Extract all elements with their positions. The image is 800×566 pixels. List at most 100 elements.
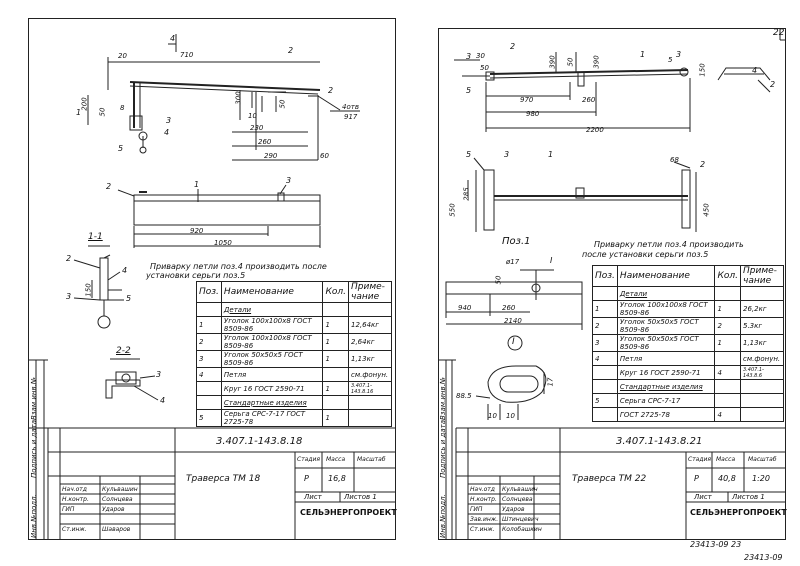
right-top-970: 970 [520, 96, 534, 104]
right-titleblock-lines [438, 28, 786, 540]
left-role-0: Нач.отд [62, 486, 87, 493]
right-mid-2: 2 [700, 160, 706, 169]
right-person-1: Солнцева [502, 496, 533, 503]
left-section-2-2-title: 2-2 [116, 346, 131, 356]
right-page-number: 22 [773, 28, 785, 38]
left-dim-4: 4 [170, 34, 176, 43]
left-note-line2: установки серьги поз.5 [146, 271, 246, 280]
right-person-2: Ударов [502, 506, 525, 513]
right-mid-285: 285 [462, 187, 471, 201]
right-side-label-1: Подпись и дата [439, 420, 447, 478]
left-s11-4: 4 [122, 266, 128, 275]
left-s11-5: 5 [126, 294, 132, 303]
right-poz1-title: Поз.1 [502, 236, 531, 247]
table-row: Детали [196, 302, 392, 317]
right-poz-50: 50 [494, 275, 503, 285]
left-person-2: Ударов [102, 506, 125, 513]
right-poz-260: 260 [502, 304, 516, 312]
right-detail-10: 10 [488, 412, 497, 420]
left-org: СЕЛЬЭНЕРГОПРОЕКТ [300, 508, 397, 517]
left-mass-head: Масса [326, 456, 346, 463]
left-titleblock-lines [28, 359, 396, 540]
left-s22-4: 4 [160, 396, 166, 405]
right-top-390b: 390 [592, 55, 601, 69]
right-poz-2140: 2140 [504, 317, 522, 325]
left-beam-2: 2 [106, 182, 112, 191]
left-side-label-2: Инв.№подл. [30, 494, 38, 538]
right-top-260: 260 [582, 96, 596, 104]
left-beam-3: 3 [286, 176, 292, 185]
right-org: СЕЛЬЭНЕРГОПРОЕКТ [690, 508, 787, 517]
left-beam [117, 184, 321, 248]
left-dim-20: 20 [118, 52, 127, 60]
right-top-5: 5 [466, 86, 472, 95]
right-mid-68: 68 [670, 156, 679, 164]
bottom-code: 23413-09 23 [690, 540, 742, 549]
left-section-2-2 [105, 358, 159, 401]
right-top-2b: 2 [770, 80, 776, 89]
right-side-label-0: Взам.инв.№ [439, 376, 447, 420]
left-person-1: Солнцева [102, 496, 133, 503]
left-dim-290: 290 [264, 152, 278, 160]
right-poz-I: I [550, 256, 553, 265]
left-role-3: Ст.инж. [62, 526, 87, 533]
left-beam-5: 1 [194, 180, 200, 189]
spec-head-name: Наименование [220, 281, 324, 303]
left-person-0: Кульвашин [102, 486, 138, 493]
right-poz-940: 940 [458, 304, 472, 312]
left-stage-head: Стадия [297, 456, 321, 463]
left-dim-260: 260 [258, 138, 272, 146]
spec-head-note: Приме-чание [740, 265, 784, 287]
left-dim-230: 230 [250, 124, 264, 132]
right-mid-3: 3 [504, 150, 510, 159]
right-top-30: 30 [476, 52, 485, 60]
left-note-line1: Приварку петли поз.4 производить после [150, 262, 327, 271]
right-note-line2: после установки серьги поз.5 [582, 250, 709, 259]
right-poz-d17: ø17 [506, 258, 520, 266]
left-dim-200: 200 [80, 97, 89, 111]
left-section-1-1 [73, 245, 124, 329]
left-dim-60: 60 [320, 152, 329, 160]
right-mid-450: 450 [702, 203, 711, 217]
left-sheet-label: Лист [304, 493, 322, 501]
left-label-4otv: 4отв [342, 103, 359, 111]
left-dim-2: 2 [288, 46, 294, 55]
right-mid-view [467, 157, 697, 232]
left-section-1-1-title: 1-1 [88, 232, 103, 242]
right-top-50: 50 [480, 64, 489, 72]
right-top-3b: 3 [676, 50, 682, 59]
right-side-label-2: Инв.№подл. [439, 494, 447, 538]
left-side-label-0: Взам.инв.№ [30, 376, 38, 420]
right-doc-code: 3.407.1-143.8.21 [616, 436, 703, 447]
left-beam-920: 920 [190, 227, 204, 235]
right-mid-5: 5 [466, 150, 472, 159]
table-row: Стандартные изделия [196, 395, 392, 410]
left-dim-710: 710 [180, 51, 194, 59]
left-label-3: 3 [166, 116, 172, 125]
right-note-line1: Приварку петли поз.4 производить [594, 240, 744, 249]
spec-head-pos: Поз. [592, 265, 618, 287]
left-label-1: 1 [76, 108, 82, 117]
bottom-code-2: 23413-09 [744, 553, 783, 562]
left-scale-head: Масштаб [357, 456, 386, 463]
left-spec-table: Поз. Наименование Кол. Приме-чание Детал… [196, 281, 392, 427]
right-person-3: Штинцевич [502, 516, 539, 523]
left-dim-300: 300 [234, 91, 243, 105]
right-mass: 40,8 [718, 474, 736, 483]
right-role-2: ГИП [470, 506, 483, 513]
right-detail-88: 88.5 [456, 392, 472, 400]
right-mid-550: 550 [448, 203, 457, 217]
right-role-0: Нач.отд [470, 486, 495, 493]
right-role-3: Зав.инж. [470, 516, 499, 523]
right-poz1 [445, 269, 583, 351]
right-top-5dim: 5 [668, 56, 673, 64]
left-side-label-1: Подпись и дата [30, 420, 38, 478]
right-detail-10b: 10 [506, 412, 515, 420]
right-person-0: Кульвашин [502, 486, 538, 493]
right-spec-table: Поз. Наименование Кол. Приме-чание Детал… [592, 265, 784, 422]
left-role-1: Н.контр. [62, 496, 89, 503]
